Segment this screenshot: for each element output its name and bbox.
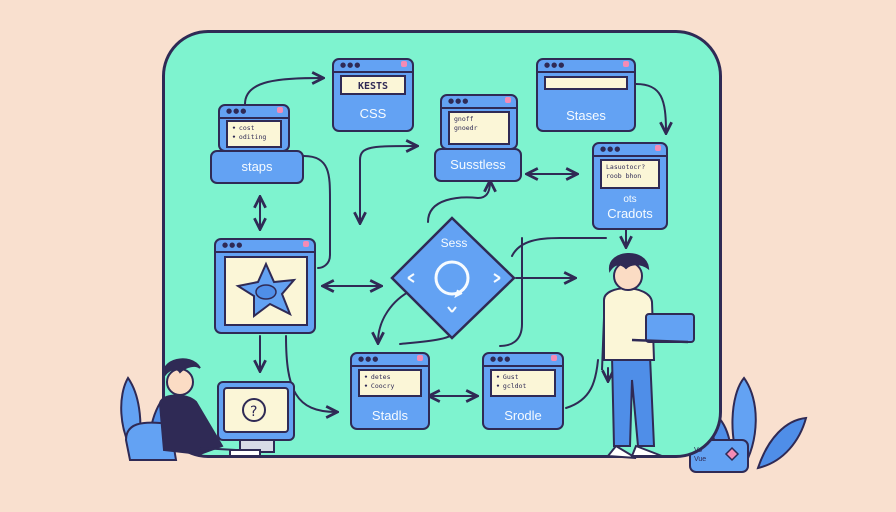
susstless-label: Susstless: [434, 148, 522, 182]
monitor-icon: ?: [217, 381, 295, 457]
main-window: ●●●: [214, 238, 316, 334]
css-node: ●●● KESTS CSS: [332, 58, 414, 132]
srodle-item: gcldot: [496, 382, 550, 391]
cradots-node: ●●● Lasuotocr? roob bhon ots Cradots: [592, 142, 668, 230]
steps-label: staps: [210, 150, 304, 184]
sess-label: Sess: [440, 236, 468, 250]
steps-item: oditing: [232, 133, 276, 142]
cradots-item: roob bhon: [606, 172, 642, 180]
decision-diamond: [390, 216, 516, 340]
srodle-label: Srodle: [504, 408, 542, 423]
steps-item: cost: [232, 124, 276, 133]
susstless-item: gnoedr: [454, 124, 478, 132]
star-icon: [235, 261, 297, 318]
susstless-node: ●●● gnoff gnoedr: [440, 94, 518, 150]
stases-input: [544, 76, 628, 90]
css-header: KESTS: [340, 75, 406, 95]
seated-person: [124, 358, 237, 461]
stadls-label: Stadls: [371, 408, 409, 423]
css-label: CSS: [359, 106, 387, 121]
cradots-item: Lasuotocr?: [606, 163, 646, 171]
susstless-item: gnoff: [454, 115, 474, 123]
star-canvas: [224, 256, 308, 326]
svg-text:?: ?: [250, 404, 257, 420]
stadls-node: ●●● detes Coocry Stadls: [350, 352, 430, 430]
stadls-item: detes: [364, 373, 416, 382]
stases-node: ●●● Stases: [536, 58, 636, 132]
standing-person: [601, 253, 695, 459]
sticker-label: Vo Vue: [694, 447, 707, 463]
cradots-label: Cradots: [607, 206, 653, 221]
cradots-label-line1: ots: [623, 194, 637, 205]
srodle-node: ●●● Gust gcldot Srodle: [482, 352, 564, 430]
srodle-item: Gust: [496, 373, 550, 382]
stases-label: Stases: [566, 108, 606, 123]
stadls-item: Coocry: [364, 382, 416, 391]
